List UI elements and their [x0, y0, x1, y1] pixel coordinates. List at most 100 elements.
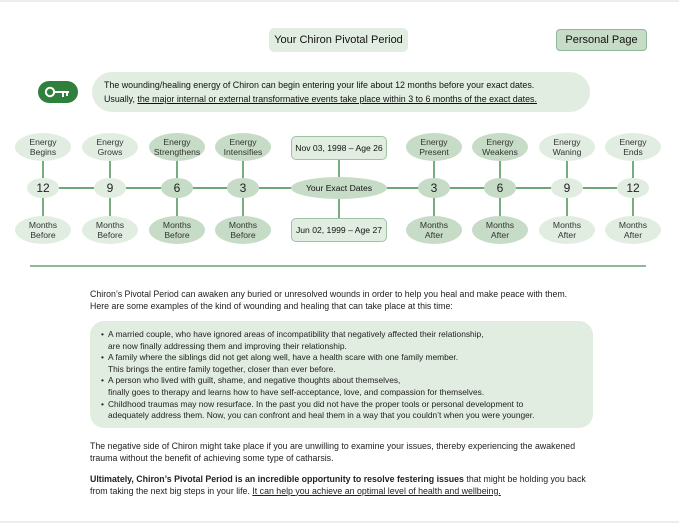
months-number-text: 3 — [239, 181, 247, 195]
examples-list: A married couple, who have ignored areas… — [101, 329, 593, 422]
energy-stage-text-line: Energy — [420, 136, 448, 147]
months-number: 6 — [161, 178, 193, 198]
energy-stage-text-line: Energy — [619, 136, 647, 147]
energy-stage-text-line: Energy — [486, 136, 514, 147]
conclusion-line-1: Ultimately, Chiron’s Pivotal Period is a… — [90, 474, 610, 486]
intro-line-2: Usually, the major internal or external … — [104, 92, 590, 106]
page-title-text: Your Chiron Pivotal Period — [274, 34, 403, 46]
negative-side-line-2: trauma without the benefit of achieving … — [90, 452, 334, 463]
months-number-text: 9 — [106, 181, 114, 195]
months-number: 6 — [484, 178, 516, 198]
months-number-text: 12 — [36, 181, 50, 195]
conclusion-bold: Ultimately, Chiron’s Pivotal Period is a… — [90, 474, 464, 484]
months-relative-text-line: Months — [552, 219, 582, 230]
months-number: 9 — [94, 178, 126, 198]
exact-date-end-text: Jun 02, 1999 – Age 27 — [295, 224, 382, 235]
energy-stage-text-line: Energy — [96, 136, 124, 147]
energy-stage-text-line: Begins — [29, 147, 57, 157]
conclusion-line-2-prefix: from taking the next big steps in your l… — [90, 485, 253, 496]
section-divider — [30, 265, 646, 267]
example-item: A person who lived with guilt, shame, an… — [101, 375, 593, 398]
months-number: 12 — [27, 178, 59, 198]
conclusion-line-2: from taking the next big steps in your l… — [90, 486, 610, 498]
months-number: 12 — [617, 178, 649, 198]
example-item: A married couple, who have ignored areas… — [101, 329, 593, 352]
months-relative-text-line: After — [490, 230, 510, 240]
negative-side-paragraph: The negative side of Chiron might take p… — [90, 441, 610, 464]
months-relative-text-line: Before — [30, 230, 56, 240]
negative-side-line-1: The negative side of Chiron might take p… — [90, 441, 576, 451]
months-relative-text-line: Months — [485, 219, 515, 230]
exact-date-start-text: Nov 03, 1998 – Age 26 — [295, 142, 383, 153]
example-item-line: finally goes to therapy and learns how t… — [108, 386, 485, 397]
months-relative-text-line: Months — [228, 219, 258, 230]
example-item-line: A person who lived with guilt, shame, an… — [108, 375, 401, 386]
exact-date-end: Jun 02, 1999 – Age 27 — [291, 218, 387, 242]
example-item: A family where the siblings did not get … — [101, 352, 593, 375]
example-item-line: A family where the siblings did not get … — [108, 352, 459, 363]
exact-date-start: Nov 03, 1998 – Age 26 — [291, 136, 387, 160]
example-item-line: A married couple, who have ignored areas… — [108, 329, 484, 339]
intro-line-2-underlined: the major internal or external transform… — [137, 94, 537, 104]
energy-stage-text-line: Energy — [29, 136, 57, 147]
energy-stage-text-line: Energy — [553, 136, 581, 147]
months-relative-text-line: Months — [419, 219, 449, 230]
months-relative-text-line: Months — [28, 219, 58, 230]
intro-line-2-prefix: Usually, — [104, 94, 138, 104]
exact-dates-text: Your Exact Dates — [305, 182, 373, 193]
energy-stage-text-line: Grows — [97, 147, 123, 157]
conclusion-rest: that might be holding you back — [463, 474, 586, 484]
conclusion-line-2-underlined: It can help you achieve an optimal level… — [252, 485, 501, 496]
conclusion-paragraph: Ultimately, Chiron’s Pivotal Period is a… — [90, 474, 610, 497]
example-item-line: This brings the entire family together, … — [108, 363, 336, 374]
example-item-line: adequately address them. Now, you can co… — [108, 410, 535, 421]
energy-stage-text-line: Energy — [163, 136, 191, 147]
intro-banner: The wounding/healing energy of Chiron ca… — [92, 72, 590, 112]
months-number: 9 — [551, 178, 583, 198]
months-relative-text-line: Months — [618, 219, 648, 230]
example-item: Childhood traumas may now resurface. In … — [101, 399, 593, 422]
page-title: Your Chiron Pivotal Period — [269, 28, 408, 52]
months-number-text: 12 — [626, 181, 640, 195]
months-relative-text-line: Months — [162, 219, 192, 230]
energy-stage-text-line: Energy — [229, 136, 257, 147]
months-relative-text-line: Before — [97, 230, 123, 240]
examples-box: A married couple, who have ignored areas… — [90, 321, 593, 428]
energy-stage-text-line: Present — [419, 147, 449, 157]
months-relative-text-line: Months — [95, 219, 125, 230]
energy-stage-text-line: Intensifies — [223, 147, 263, 157]
months-number-text: 9 — [563, 181, 571, 195]
personal-page-button[interactable]: Personal Page — [556, 29, 647, 51]
months-number-text: 3 — [430, 181, 438, 195]
personal-page-button-label: Personal Page — [565, 34, 638, 46]
intro-paragraph: Chiron’s Pivotal Period can awaken any b… — [90, 289, 610, 312]
months-relative-text-line: Before — [230, 230, 256, 240]
energy-stage-text-line: Ends — [623, 147, 643, 157]
intro-paragraph-line-1: Chiron’s Pivotal Period can awaken any b… — [90, 289, 568, 299]
example-item-line: are now finally addressing them and impr… — [108, 340, 347, 351]
